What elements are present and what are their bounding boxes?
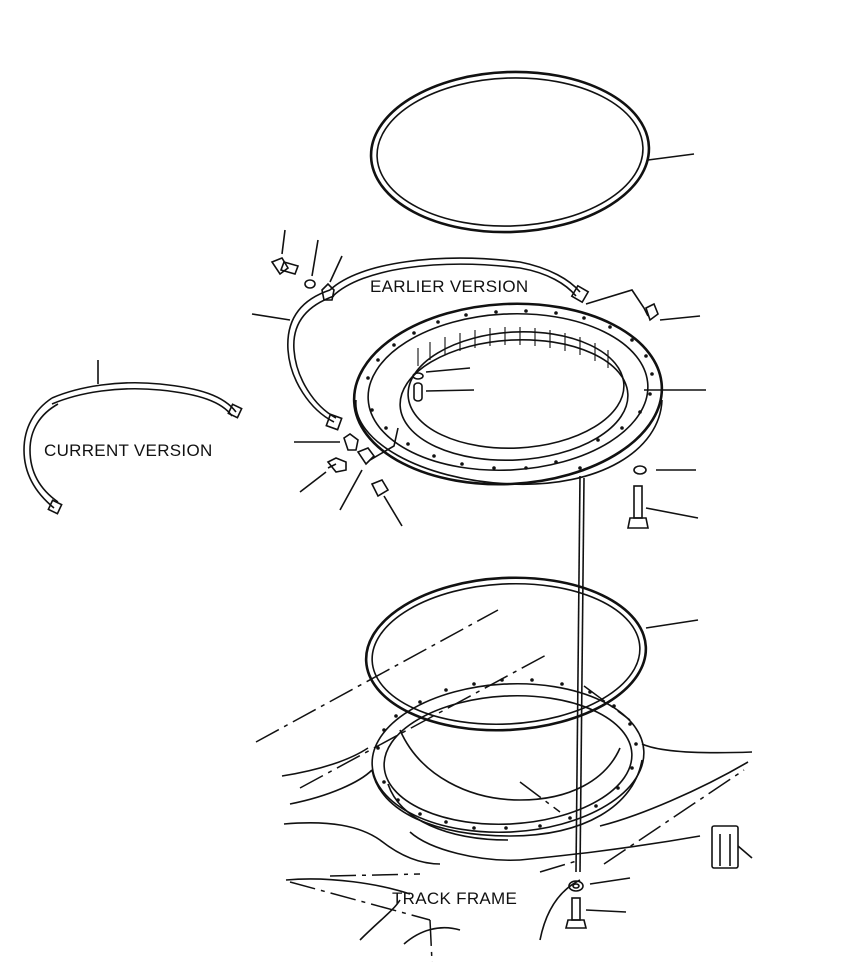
track-frame-label: TRACK FRAME	[392, 889, 517, 908]
earlier-version-label: EARLIER VERSION	[370, 277, 529, 296]
alignment-line	[575, 475, 581, 873]
track-frame	[281, 678, 753, 945]
swing-circle-bearing	[352, 302, 706, 486]
current-version-hose	[23, 360, 243, 515]
centerlines	[255, 609, 745, 963]
bearing-mounting-bolt	[627, 465, 699, 529]
top-seal-ring	[369, 70, 695, 234]
lower-seal-ring	[364, 576, 699, 732]
current-version-label: CURRENT VERSION	[44, 441, 213, 460]
track-frame-mounting-bolt	[564, 877, 631, 929]
grease-fittings	[294, 427, 403, 527]
earlier-version-hose	[287, 257, 701, 431]
hose-clamp-bolt	[251, 229, 343, 321]
